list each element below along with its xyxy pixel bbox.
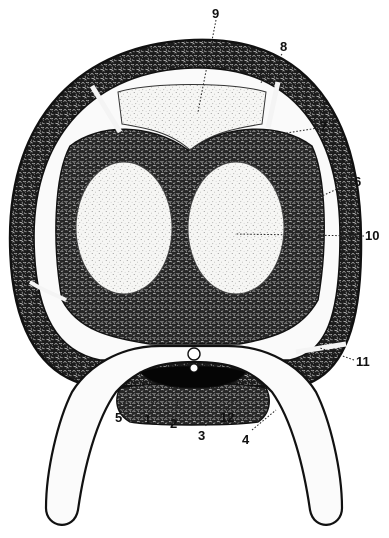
label-3: 3	[198, 428, 205, 443]
canal-center	[190, 364, 198, 372]
label-10: 10	[365, 228, 379, 243]
dorsal-node	[188, 348, 200, 360]
label-8: 8	[280, 39, 287, 54]
label-9: 9	[212, 6, 219, 21]
label-12: 12	[220, 410, 234, 425]
label-4: 4	[242, 432, 250, 447]
left-oval-lumen	[76, 162, 172, 294]
label-2: 2	[170, 416, 177, 431]
label-7: 7	[320, 119, 327, 134]
label-11: 11	[356, 354, 370, 369]
label-1: 1	[144, 412, 151, 427]
right-oval-lumen	[188, 162, 284, 294]
label-5: 5	[115, 410, 122, 425]
lower-dark-band	[117, 384, 269, 426]
label-6: 6	[354, 174, 361, 189]
